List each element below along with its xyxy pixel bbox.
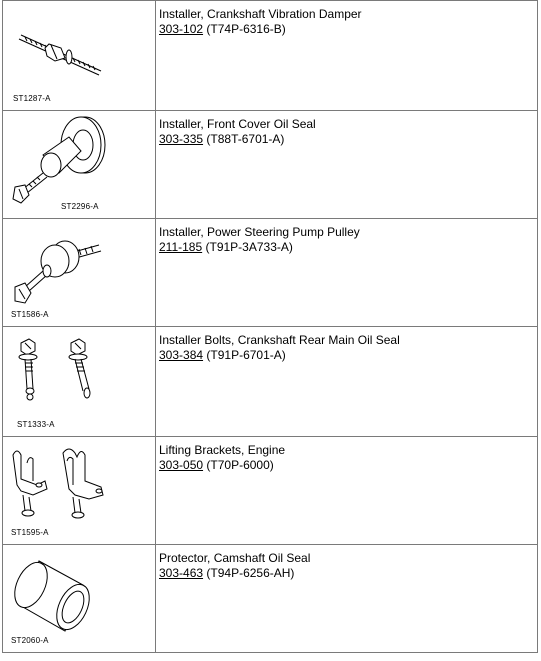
- ford-number: (T94P-6256-AH): [206, 566, 295, 580]
- tool-number-line: 303-463 (T94P-6256-AH): [159, 566, 537, 581]
- ford-number: (T88T-6701-A): [206, 132, 285, 146]
- engine-lifting-brackets-illustration: [12, 448, 104, 519]
- tool-image-cell: ST2296-A: [2, 110, 156, 219]
- tool-image-cell: ST1586-A: [2, 218, 156, 327]
- front-cover-seal-installer-illustration: [12, 116, 106, 204]
- tool-number-line: 303-050 (T70P-6000): [159, 458, 537, 473]
- table-row: ST1595-A Lifting Brackets, Engine 303-05…: [2, 436, 538, 545]
- tool-description-cell: Installer Bolts, Crankshaft Rear Main Oi…: [155, 326, 538, 437]
- tool-number-line: 303-335 (T88T-6701-A): [159, 132, 537, 147]
- tool-number-link[interactable]: 211-185: [159, 240, 203, 254]
- tool-description-cell: Installer, Power Steering Pump Pulley 21…: [155, 218, 538, 327]
- tool-description-cell: Lifting Brackets, Engine 303-050 (T70P-6…: [155, 436, 538, 545]
- tool-number-link[interactable]: 303-102: [159, 22, 204, 36]
- tool-image-cell: ST1287-A: [2, 0, 156, 111]
- tool-name: Installer, Crankshaft Vibration Damper: [159, 7, 362, 21]
- image-code: ST1595-A: [11, 528, 49, 537]
- special-tools-table: ST1287-A Installer, Crankshaft Vibration…: [2, 0, 538, 653]
- table-row: ST2296-A Installer, Front Cover Oil Seal…: [2, 110, 538, 219]
- tool-name: Installer, Power Steering Pump Pulley: [159, 225, 360, 239]
- tool-name: Protector, Camshaft Oil Seal: [159, 551, 311, 565]
- camshaft-seal-protector-illustration: [14, 560, 90, 632]
- table-row: ST1287-A Installer, Crankshaft Vibration…: [2, 0, 538, 111]
- vibration-damper-installer-illustration: [18, 34, 102, 76]
- table-row: ST2060-A Protector, Camshaft Oil Seal 30…: [2, 544, 538, 653]
- table-row: ST1586-A Installer, Power Steering Pump …: [2, 218, 538, 327]
- image-code: ST1287-A: [13, 94, 51, 103]
- tool-number-line: 211-185 (T91P-3A733-A): [159, 240, 537, 255]
- tool-image-cell: ST1333-A: [2, 326, 156, 437]
- tool-number-line: 303-384 (T91P-6701-A): [159, 348, 537, 363]
- ford-number: (T74P-6316-B): [206, 22, 286, 36]
- tool-name: Lifting Brackets, Engine: [159, 443, 286, 457]
- rear-seal-installer-bolts-illustration: [18, 338, 91, 401]
- ford-number: (T70P-6000): [206, 458, 274, 472]
- tool-description-cell: Installer, Crankshaft Vibration Damper 3…: [155, 0, 538, 111]
- tool-name: Installer, Front Cover Oil Seal: [159, 117, 316, 131]
- image-code: ST1586-A: [11, 310, 49, 319]
- image-code: ST2060-A: [11, 636, 49, 645]
- image-code: ST1333-A: [17, 420, 55, 429]
- table-row: ST1333-A Installer Bolts, Crankshaft Rea…: [2, 326, 538, 437]
- tool-image-cell: ST2060-A: [2, 544, 156, 653]
- tool-number-link[interactable]: 303-050: [159, 458, 204, 472]
- tool-description-cell: Installer, Front Cover Oil Seal 303-335 …: [155, 110, 538, 219]
- tool-number-link[interactable]: 303-384: [159, 348, 204, 362]
- tool-image-cell: ST1595-A: [2, 436, 156, 545]
- image-code: ST2296-A: [61, 202, 99, 211]
- tool-number-link[interactable]: 303-335: [159, 132, 204, 146]
- tool-number-link[interactable]: 303-463: [159, 566, 204, 580]
- ford-number: (T91P-3A733-A): [205, 240, 293, 254]
- tool-number-line: 303-102 (T74P-6316-B): [159, 22, 537, 37]
- tool-name: Installer Bolts, Crankshaft Rear Main Oi…: [159, 333, 400, 347]
- power-steering-pulley-installer-illustration: [14, 240, 102, 304]
- ford-number: (T91P-6701-A): [206, 348, 286, 362]
- tool-description-cell: Protector, Camshaft Oil Seal 303-463 (T9…: [155, 544, 538, 653]
